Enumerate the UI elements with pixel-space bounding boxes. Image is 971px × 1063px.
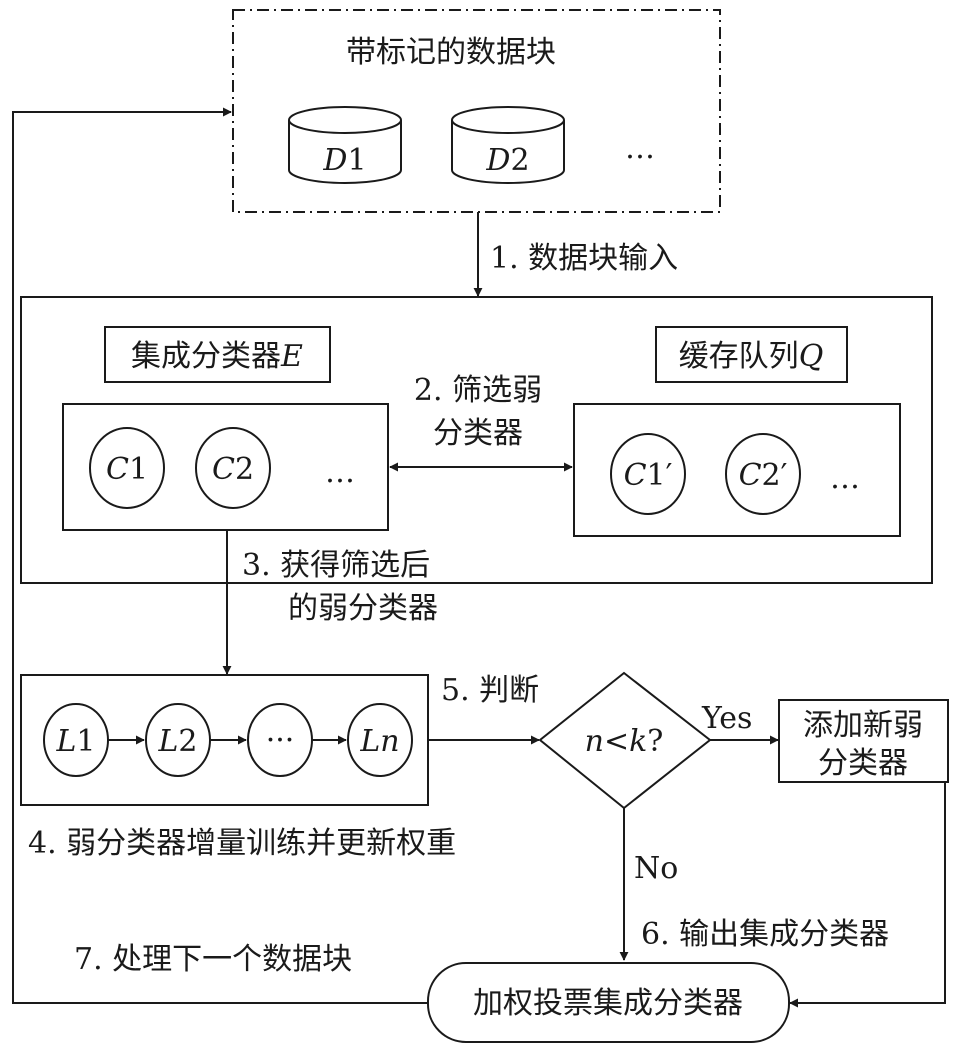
data-block-d2: D2 [451, 106, 565, 184]
svg-text:···: ··· [266, 723, 295, 758]
data-blocks-title: 带标记的数据块 [346, 35, 556, 70]
ensemble-label-box [104, 326, 331, 383]
classifier-node-c2: C2 [195, 427, 271, 509]
svg-text:L2: L2 [157, 724, 197, 759]
yes-label: Yes [701, 701, 752, 736]
learner-node-l1: L1 [43, 703, 109, 777]
learner-node-ellipsis: ··· [247, 703, 313, 777]
add-new-box [778, 699, 949, 783]
step5-label: 5. 判断 [441, 673, 539, 708]
step3-label-line1: 3. 获得筛选后 [242, 548, 430, 583]
step3-label-line2: 的弱分类器 [288, 591, 438, 626]
add-new-line2: 分类器 [818, 746, 908, 781]
step2-label-line2: 分类器 [433, 416, 523, 451]
arrow-add-to-output [789, 782, 946, 1008]
step7-label: 7. 处理下一个数据块 [74, 942, 352, 977]
arrow-loop-back [12, 107, 428, 1004]
add-new-line1: 添加新弱 [803, 708, 923, 743]
ensemble-box [62, 403, 389, 531]
svg-text:L1: L1 [55, 724, 95, 759]
ensemble-label: 集成分类器E [131, 339, 303, 374]
queue-label-box [655, 326, 848, 383]
learner-node-ln: Ln [347, 703, 413, 777]
no-label: No [634, 851, 678, 886]
selection-frame [20, 296, 933, 584]
svg-text:D1: D1 [322, 143, 366, 178]
ensemble-ellipsis: … [325, 455, 355, 490]
classifier-node-c1: C1 [89, 427, 165, 509]
decision-condition: n<k? [585, 724, 664, 759]
svg-text:C1′: C1′ [624, 458, 673, 493]
queue-label: 缓存队列Q [679, 339, 824, 374]
queue-node-c1-prime: C1′ [610, 433, 686, 515]
svg-text:Ln: Ln [359, 724, 399, 759]
step4-label: 4. 弱分类器增量训练并更新权重 [28, 826, 456, 861]
data-blocks-ellipsis: … [625, 131, 655, 166]
step2-label-line1: 2. 筛选弱 [414, 373, 542, 408]
output-label: 加权投票集成分类器 [473, 986, 743, 1021]
learner-node-l2: L2 [145, 703, 211, 777]
queue-box [573, 403, 901, 537]
data-block-d1: D1 [288, 106, 402, 184]
queue-node-c2-prime: C2′ [725, 433, 801, 515]
svg-text:C2: C2 [212, 452, 254, 487]
queue-ellipsis: … [830, 461, 860, 496]
data-blocks-box [232, 9, 721, 213]
svg-text:C2′: C2′ [739, 458, 788, 493]
svg-text:D2: D2 [485, 143, 529, 178]
step1-label: 1. 数据块输入 [490, 241, 678, 276]
step6-label: 6. 输出集成分类器 [641, 917, 889, 952]
svg-text:C1: C1 [106, 452, 148, 487]
